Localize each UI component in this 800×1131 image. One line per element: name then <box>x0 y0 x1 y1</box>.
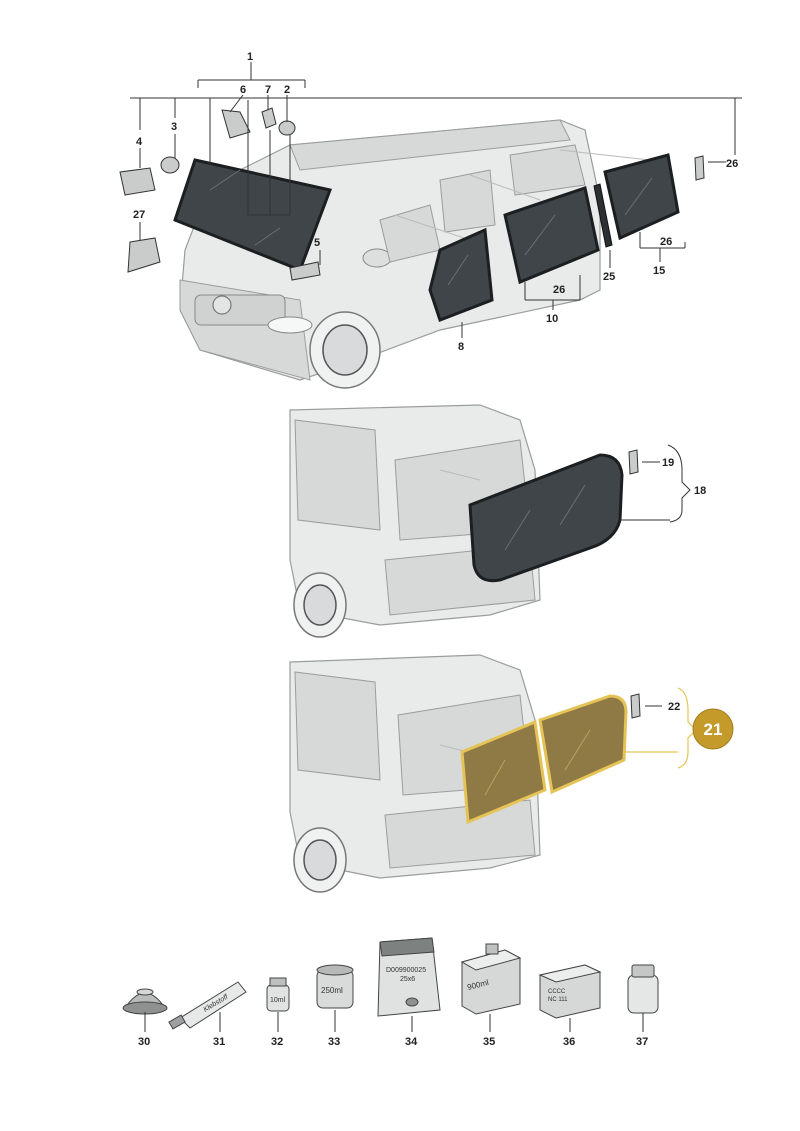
clip-part-22 <box>630 693 641 719</box>
top-leader-lines <box>130 62 742 338</box>
callout-37[interactable]: 37 <box>636 1036 648 1048</box>
clip-part-26 <box>694 155 705 181</box>
callout-3[interactable]: 3 <box>171 121 177 133</box>
consumable-30-tape-roll <box>122 988 168 1032</box>
rear-side-window-glass-15 <box>603 153 680 241</box>
callout-10[interactable]: 10 <box>546 313 558 325</box>
clip-part-7 <box>261 107 277 129</box>
callout-34[interactable]: 34 <box>405 1036 418 1048</box>
consumable-36-box <box>538 964 602 1032</box>
side-window-glass-10 <box>503 186 600 285</box>
rear-door-glass-left-21 <box>460 719 547 825</box>
callout-4[interactable]: 4 <box>136 136 143 148</box>
callout-31[interactable]: 31 <box>213 1036 225 1048</box>
bag-label-line1: D009900025 <box>386 967 426 974</box>
consumable-37-jar <box>627 964 659 1032</box>
callout-36[interactable]: 36 <box>563 1036 575 1048</box>
callout-19[interactable]: 19 <box>662 457 674 469</box>
callout-2[interactable]: 2 <box>284 84 290 96</box>
box-label-line2: NC 111 <box>548 997 568 1003</box>
callout-18[interactable]: 18 <box>694 485 706 497</box>
consumable-35-canister <box>460 943 522 1032</box>
callout-33[interactable]: 33 <box>328 1036 340 1048</box>
cap-part-2 <box>278 120 296 136</box>
front-door-glass-8 <box>428 227 494 322</box>
cap-part-3 <box>160 156 180 174</box>
can-label: 250ml <box>321 986 343 995</box>
bracket-part-27 <box>127 237 161 273</box>
sensor-part-4 <box>119 167 156 196</box>
bottle-label: 10ml <box>270 997 286 1004</box>
consumable-31-adhesive-tube <box>168 981 247 1032</box>
callout-labels: 1 6 7 2 3 4 27 5 26 26 15 25 26 10 8 19 … <box>133 51 738 1048</box>
box-label-line1: CCCC <box>548 989 566 995</box>
bag-label-line2: 25x6 <box>400 976 415 983</box>
callout-32[interactable]: 32 <box>271 1036 283 1048</box>
callout-26-mid[interactable]: 26 <box>660 236 672 248</box>
callout-6[interactable]: 6 <box>240 84 246 96</box>
callout-30[interactable]: 30 <box>138 1036 150 1048</box>
clip-part-19 <box>628 449 639 475</box>
consumable-34-bag <box>377 937 441 1032</box>
seal-strip-25 <box>593 183 613 248</box>
callout-8[interactable]: 8 <box>458 341 464 353</box>
callout-5[interactable]: 5 <box>314 237 320 249</box>
callout-7[interactable]: 7 <box>265 84 271 96</box>
consumable-33-can <box>316 964 354 1032</box>
callout-21[interactable]: 21 <box>704 720 723 739</box>
highlight-badge[interactable] <box>692 708 734 750</box>
callout-25[interactable]: 25 <box>603 271 615 283</box>
callout-35[interactable]: 35 <box>483 1036 495 1048</box>
callout-26-top[interactable]: 26 <box>726 158 738 170</box>
consumable-32-small-bottle <box>266 977 290 1032</box>
callout-1[interactable]: 1 <box>247 51 253 63</box>
module-part-5 <box>289 261 321 281</box>
callout-22[interactable]: 22 <box>668 701 680 713</box>
callout-15[interactable]: 15 <box>653 265 665 277</box>
middle-leader-lines <box>620 444 691 523</box>
bracket-part-6 <box>221 109 251 139</box>
rear-door-glass-right-21 <box>538 694 628 795</box>
callout-26-low[interactable]: 26 <box>553 284 565 296</box>
callout-27[interactable]: 27 <box>133 209 145 221</box>
